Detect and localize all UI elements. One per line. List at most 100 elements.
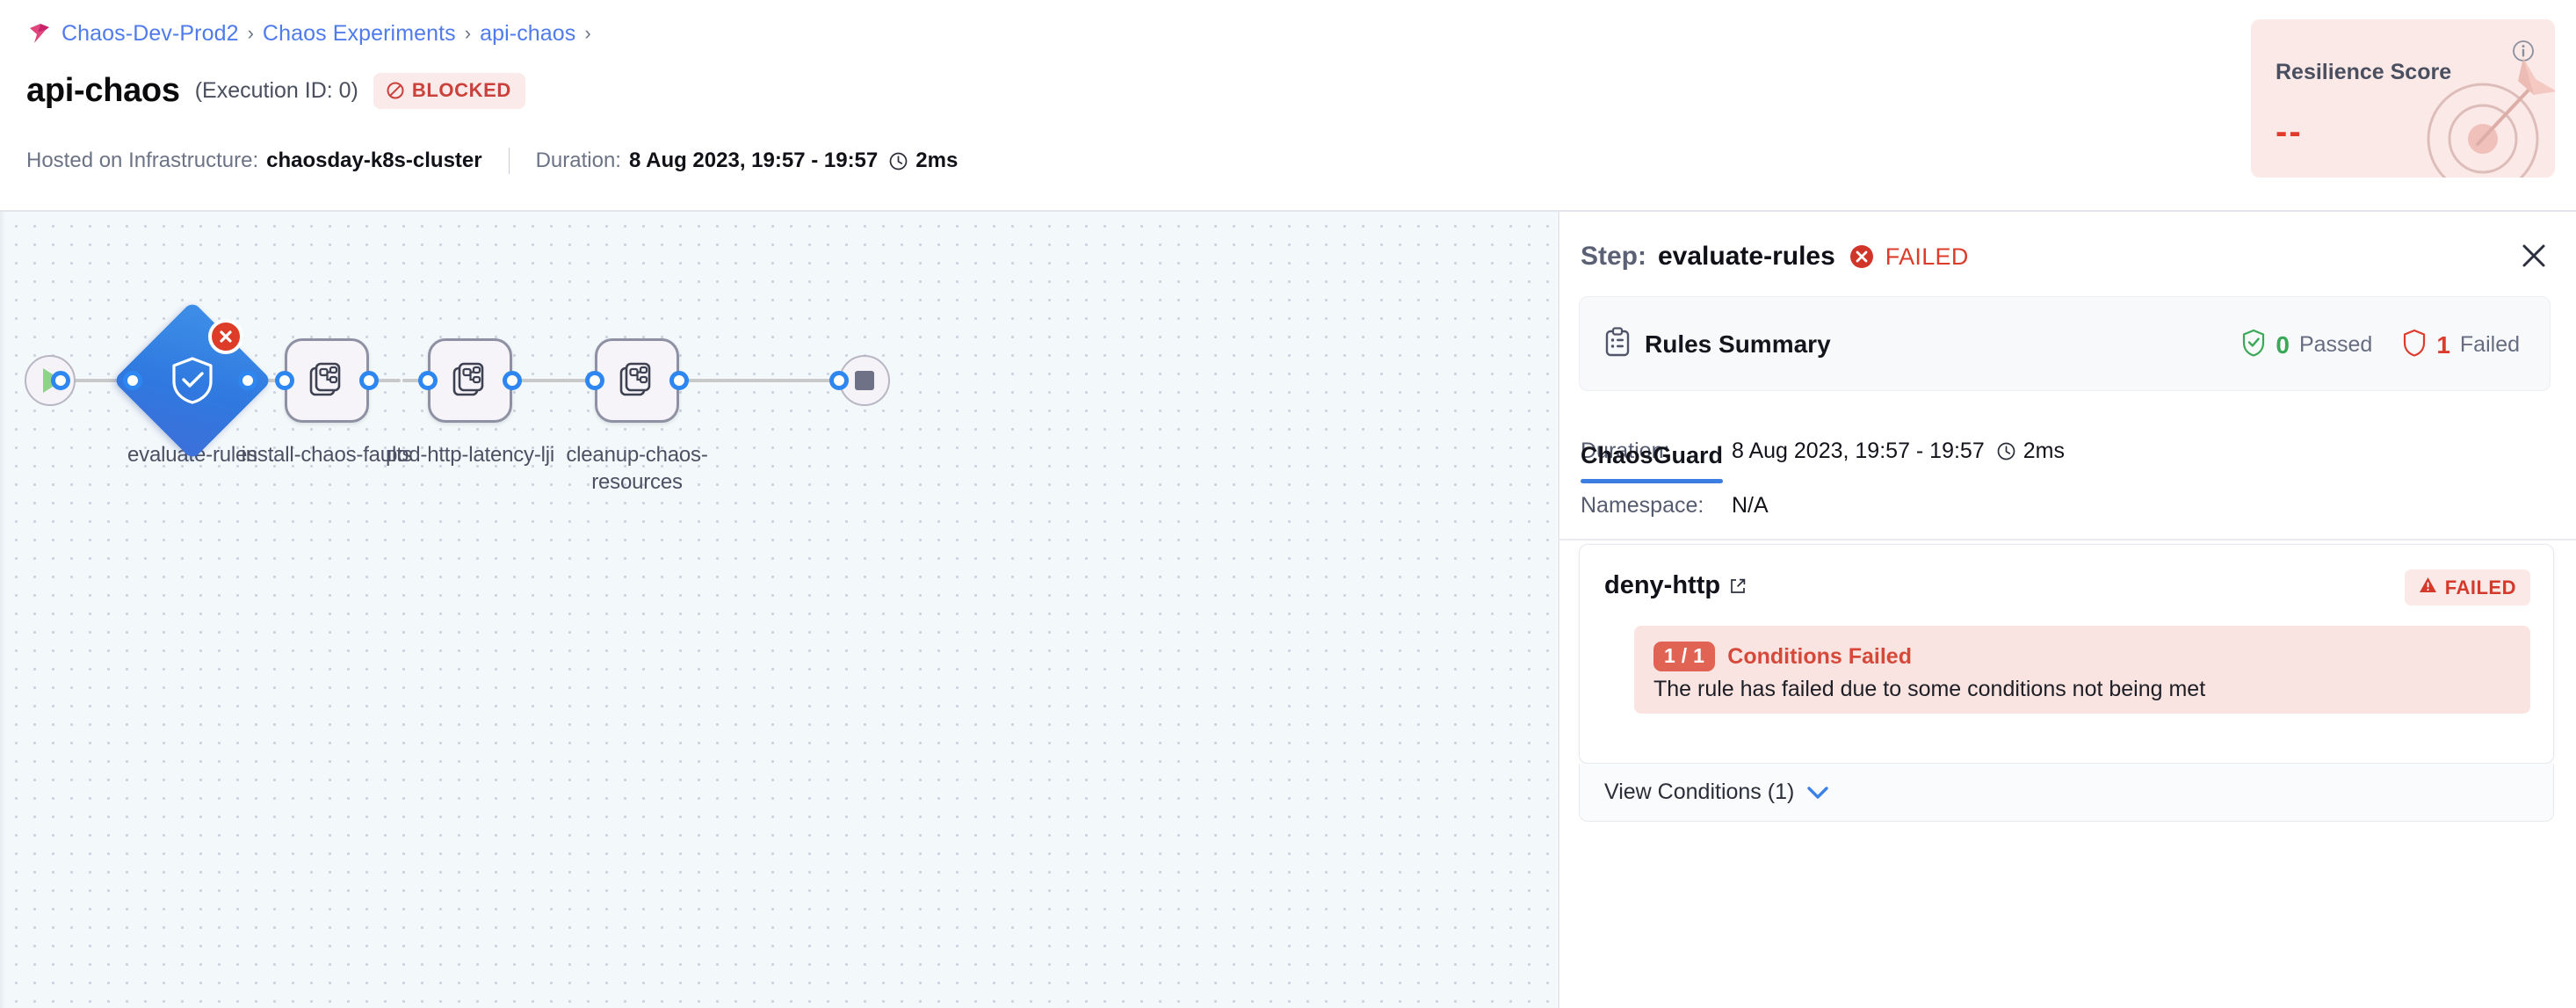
step-title: Step: evaluate-rules FAILED bbox=[1581, 242, 1969, 272]
harness-chaos-logo-icon bbox=[26, 20, 53, 47]
node-evaluate-rules-output-port[interactable] bbox=[238, 371, 257, 390]
panel-header: Step: evaluate-rules FAILED bbox=[1558, 212, 2576, 308]
rules-failed-label: Failed bbox=[2459, 332, 2520, 357]
breadcrumb-item-2[interactable]: api-chaos bbox=[480, 20, 576, 46]
step-prefix-label: Step: bbox=[1581, 242, 1646, 271]
chevron-down-icon bbox=[1806, 786, 1829, 800]
conditions-failed-box: 1 / 1 Conditions Failed The rule has fai… bbox=[1634, 626, 2530, 714]
shield-check-icon bbox=[170, 356, 215, 405]
node-cleanup-chaos-resources-input-port[interactable] bbox=[585, 371, 604, 390]
node-cleanup-chaos-resources[interactable] bbox=[595, 338, 679, 423]
duration-value: 8 Aug 2023, 19:57 - 19:57 bbox=[628, 149, 879, 172]
status-badge-label: BLOCKED bbox=[411, 78, 511, 101]
step-status-label: FAILED bbox=[1885, 243, 1969, 270]
chaos-fault-icon bbox=[306, 358, 348, 404]
rule-header: deny-http bbox=[1604, 571, 1747, 600]
rules-failed-count: 1 bbox=[2436, 330, 2450, 359]
rules-summary-stats: 0 Passed 1 Failed bbox=[2241, 329, 2520, 361]
error-x-icon bbox=[208, 319, 243, 354]
node-evaluate-rules-input-port[interactable] bbox=[123, 371, 142, 390]
rules-summary-heading: Rules Summary bbox=[1604, 327, 1831, 361]
step-name-label: evaluate-rules bbox=[1658, 242, 1835, 271]
rule-status-badge: FAILED bbox=[2404, 569, 2530, 606]
breadcrumb-item-1[interactable]: Chaos Experiments bbox=[262, 20, 456, 46]
panel-divider bbox=[1558, 539, 2576, 540]
clock-icon bbox=[888, 151, 908, 171]
rules-summary-title: Rules Summary bbox=[1645, 330, 1831, 358]
end-node-input-port[interactable] bbox=[829, 371, 849, 390]
page-title: api-chaos bbox=[26, 71, 180, 109]
detail-key-namespace: Namespace: bbox=[1581, 493, 1704, 518]
shield-outline-icon bbox=[2402, 329, 2427, 361]
node-pod-http-latency-lji[interactable] bbox=[428, 338, 512, 423]
edge-cleanup-to-end bbox=[736, 379, 850, 382]
breadcrumb: Chaos-Dev-Prod2 › Chaos Experiments › ap… bbox=[26, 19, 591, 47]
stop-icon bbox=[855, 371, 874, 390]
node-install-chaos-faults[interactable] bbox=[285, 338, 369, 423]
tab-chaosguard[interactable]: ChaosGuard bbox=[1581, 442, 1724, 483]
blocked-icon bbox=[386, 81, 405, 100]
node-install-chaos-faults-output-port[interactable] bbox=[359, 371, 379, 390]
header-divider bbox=[0, 210, 2576, 212]
node-label-pod-http-latency-lji: pod-http-latency-lji bbox=[385, 443, 555, 467]
step-details-panel: Step: evaluate-rules FAILED bbox=[1558, 212, 2576, 1008]
detail-row-duration: Duration: 8 Aug 2023, 19:57 - 19:57 2ms bbox=[1581, 439, 2065, 464]
breadcrumb-item-0[interactable]: Chaos-Dev-Prod2 bbox=[62, 20, 239, 46]
breadcrumb-separator: › bbox=[464, 22, 472, 44]
chaos-fault-icon bbox=[616, 358, 658, 404]
detail-value-duration: 8 Aug 2023, 19:57 - 19:57 2ms bbox=[1732, 439, 2065, 463]
conditions-failed-label: Conditions Failed bbox=[1727, 643, 1912, 669]
rule-status-label: FAILED bbox=[2444, 576, 2516, 598]
detail-key-duration: Duration: bbox=[1581, 439, 1670, 463]
view-conditions-toggle[interactable]: View Conditions (1) bbox=[1579, 764, 2554, 822]
infra-value: chaosday-k8s-cluster bbox=[266, 149, 482, 172]
duration-elapsed: 2ms bbox=[915, 149, 959, 172]
conditions-failed-description: The rule has failed due to some conditio… bbox=[1653, 677, 2206, 701]
status-badge: BLOCKED bbox=[373, 72, 525, 109]
breadcrumb-separator: › bbox=[247, 22, 254, 44]
close-icon[interactable] bbox=[2518, 240, 2550, 272]
meta-row: Hosted on Infrastructure: chaosday-k8s-c… bbox=[26, 148, 958, 174]
pipeline-canvas[interactable]: evaluate-rules install-chaos-faults bbox=[0, 212, 1557, 1008]
conditions-count-pill: 1 / 1 bbox=[1653, 642, 1716, 671]
rules-passed-count: 0 bbox=[2276, 330, 2290, 359]
node-pod-http-latency-lji-input-port[interactable] bbox=[418, 371, 438, 390]
node-cleanup-chaos-resources-output-port[interactable] bbox=[669, 371, 689, 390]
clipboard-icon bbox=[1604, 327, 1631, 361]
start-node-output-port[interactable] bbox=[51, 371, 70, 390]
detail-row-namespace: Namespace: N/A bbox=[1581, 493, 1769, 519]
meta-divider bbox=[508, 148, 510, 174]
panel-tabs: ChaosGuard bbox=[1581, 442, 1724, 483]
error-x-icon bbox=[1849, 244, 1874, 269]
resilience-score-card: Resilience Score -- bbox=[2251, 19, 2555, 178]
infra-label: Hosted on Infrastructure: bbox=[26, 149, 259, 172]
rules-passed-stat: 0 Passed bbox=[2241, 329, 2372, 361]
view-conditions-label: View Conditions (1) bbox=[1604, 780, 1795, 804]
execution-id: (Execution ID: 0) bbox=[194, 77, 358, 103]
page-header: Chaos-Dev-Prod2 › Chaos Experiments › ap… bbox=[0, 0, 2576, 212]
rule-name: deny-http bbox=[1604, 571, 1721, 599]
clock-icon bbox=[1996, 441, 2016, 461]
pipeline-graph: evaluate-rules install-chaos-faults bbox=[0, 212, 1557, 1008]
rule-card-deny-http: deny-http FAILED bbox=[1579, 544, 2554, 764]
resilience-score-title: Resilience Score bbox=[2276, 60, 2452, 84]
node-install-chaos-faults-input-port[interactable] bbox=[275, 371, 294, 390]
rules-passed-label: Passed bbox=[2298, 332, 2373, 357]
duration-label: Duration: bbox=[535, 149, 621, 172]
detail-value-namespace: N/A bbox=[1732, 493, 1769, 518]
detail-duration-elapsed: 2ms bbox=[2022, 439, 2065, 463]
target-dart-icon bbox=[2402, 40, 2555, 178]
node-label-cleanup-chaos-resources: cleanup-chaos-resources bbox=[566, 443, 708, 494]
title-row: api-chaos (Execution ID: 0) BLOCKED bbox=[26, 69, 525, 112]
rules-failed-stat: 1 Failed bbox=[2402, 329, 2520, 361]
rules-summary-card: Rules Summary 0 Passed bbox=[1579, 296, 2551, 391]
resilience-score-value: -- bbox=[2276, 112, 2303, 151]
warning-triangle-icon bbox=[2419, 576, 2437, 599]
node-pod-http-latency-lji-output-port[interactable] bbox=[503, 371, 522, 390]
shield-check-icon bbox=[2241, 329, 2266, 361]
external-link-icon[interactable] bbox=[1729, 577, 1747, 595]
breadcrumb-separator-trailing: › bbox=[584, 22, 591, 44]
conditions-failed-header: 1 / 1 Conditions Failed bbox=[1653, 642, 1912, 671]
node-evaluate-rules[interactable] bbox=[112, 301, 272, 460]
chaos-fault-icon bbox=[449, 358, 491, 404]
